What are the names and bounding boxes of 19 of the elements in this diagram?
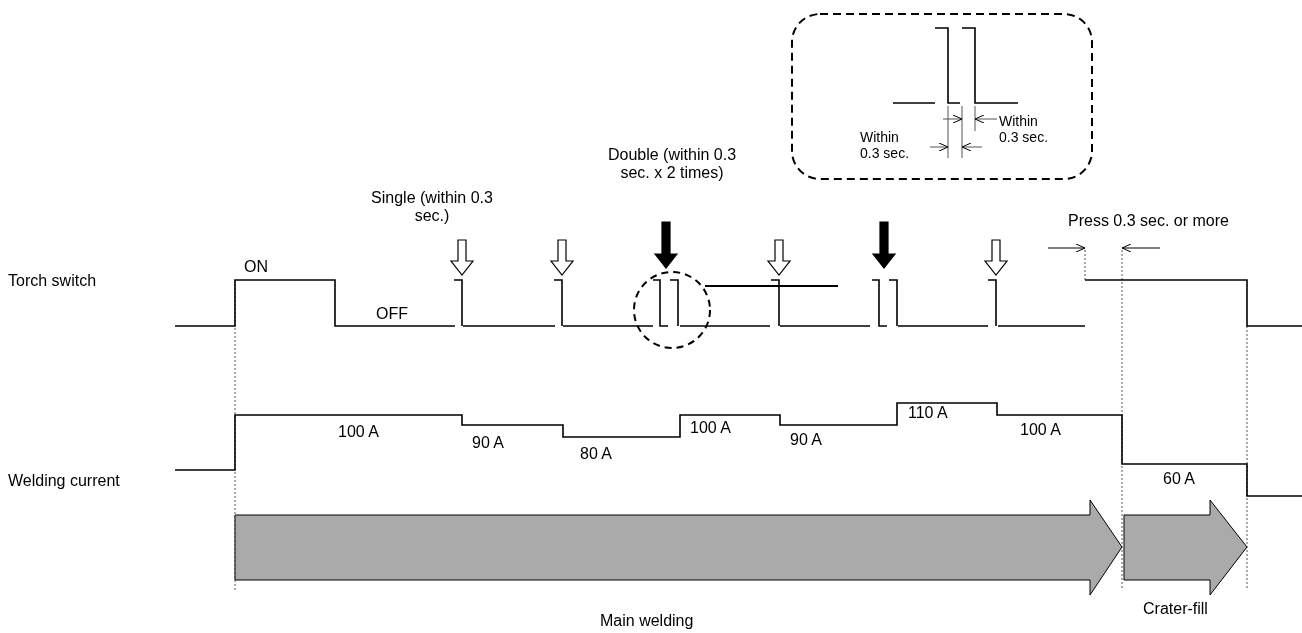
annotation-text: Press 0.3 sec. or more — [1068, 212, 1230, 231]
current-value: 100 A — [690, 419, 732, 438]
current-value: 110 A — [908, 404, 949, 423]
current-value: 90 A — [472, 434, 506, 453]
dimension-label: Within 0.3 sec. — [999, 113, 1050, 146]
current-value: 90 A — [790, 431, 824, 450]
annotation-text: Single (within 0.3 sec.) — [370, 189, 494, 226]
dimension-label: Within 0.3 sec. — [860, 129, 911, 162]
phase-label: Main welding — [600, 612, 695, 631]
current-value: 60 A — [1163, 470, 1197, 489]
current-value: 80 A — [580, 445, 614, 464]
current-value: 100 A — [1020, 421, 1062, 440]
state-label: OFF — [376, 305, 409, 324]
state-label: ON — [244, 258, 269, 277]
signal-label: Welding current — [8, 472, 121, 491]
current-value: 100 A — [338, 423, 380, 442]
signal-label: Torch switch — [8, 272, 98, 291]
phase-label: Crater-fill — [1143, 600, 1209, 619]
annotation-text: Double (within 0.3 sec. x 2 times) — [606, 146, 738, 183]
